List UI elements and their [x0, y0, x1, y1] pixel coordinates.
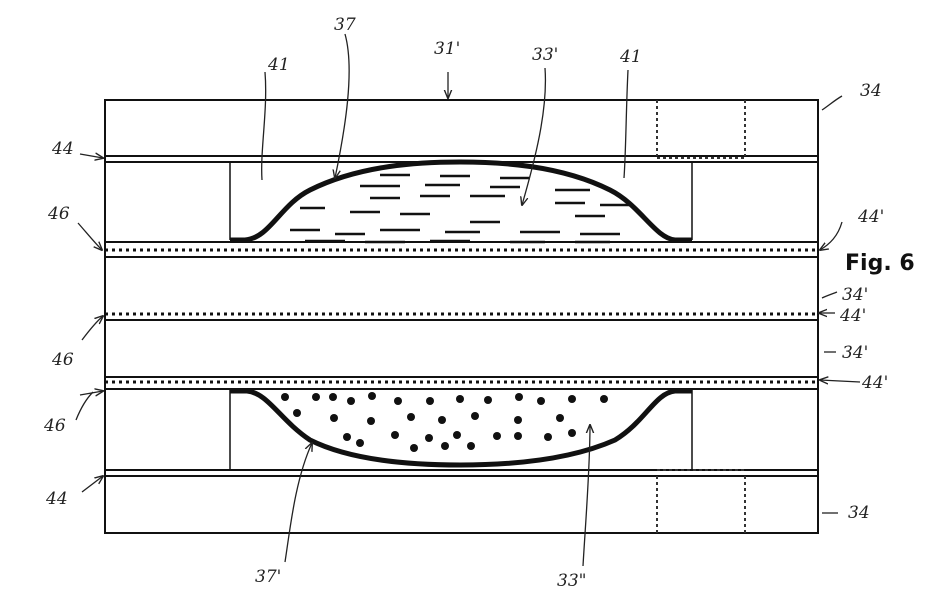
label-44p-b: 44': [839, 306, 866, 326]
middle-dotted-band: [105, 312, 818, 321]
label-31p: 31': [434, 39, 460, 59]
lower-membrane: [230, 388, 692, 468]
label-44-bottom: 44: [45, 489, 68, 509]
label-34-bottom: 34: [848, 503, 870, 523]
label-44p-a: 44': [857, 207, 884, 227]
lower-dotted-band: [105, 376, 818, 390]
label-34-top: 34: [860, 81, 882, 101]
lower-particle-dots: [281, 392, 608, 452]
figure-caption: Fig. 6: [845, 251, 915, 276]
label-46-c: 46: [43, 416, 66, 436]
label-44-top: 44: [51, 139, 74, 159]
label-33pp: 33": [557, 571, 586, 591]
label-37: 37: [334, 15, 356, 35]
upper-dotted-band: [105, 241, 818, 258]
label-33p: 33': [532, 45, 558, 65]
leader-lines: [75, 33, 861, 567]
label-37p: 37': [255, 567, 281, 587]
label-41-right: 41: [619, 47, 642, 67]
label-34p-a: 34': [842, 285, 868, 305]
upper-fluid-dashes: [290, 173, 630, 244]
bottom-dotted-window: [656, 469, 746, 533]
lower-chamber-walls: [229, 389, 693, 470]
upper-chamber-walls: [229, 162, 693, 240]
reference-labels: 31' 37 33' 41 41 34 44 46 44' 34' 44' 46…: [43, 15, 888, 591]
label-44p-c: 44': [861, 373, 888, 393]
label-34p-b: 34': [842, 343, 868, 363]
label-46-b: 46: [51, 350, 74, 370]
label-41-left: 41: [267, 55, 290, 75]
outer-frame: [104, 99, 819, 534]
upper-membrane: [230, 159, 692, 243]
top-dotted-window: [656, 100, 746, 159]
label-46-a: 46: [47, 204, 70, 224]
